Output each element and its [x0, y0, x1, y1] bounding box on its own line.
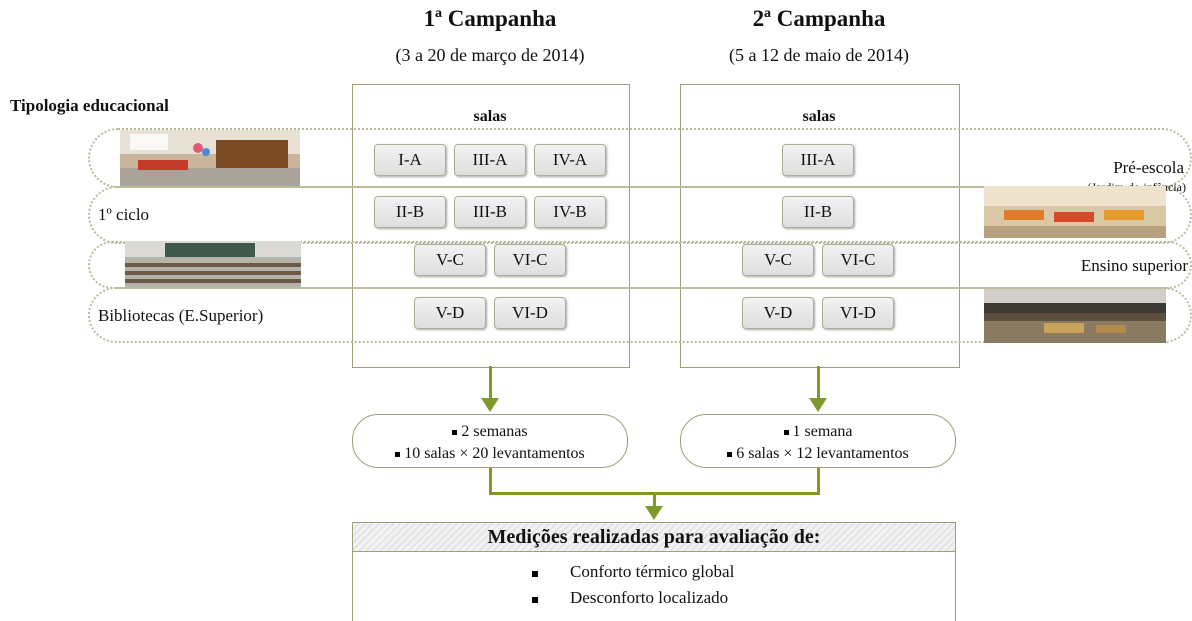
room-chip: III-A [782, 144, 854, 176]
classroom-photo-primary [984, 186, 1166, 238]
classroom-photo-university [125, 241, 301, 287]
bullet-icon [783, 429, 789, 435]
campaign-1-summary: 2 semanas 10 salas × 20 levantamentos [352, 414, 628, 468]
connector-line [653, 492, 656, 508]
room-chip: V-C [414, 244, 486, 276]
bullet-icon [395, 451, 401, 457]
campaign-1-dates: (3 a 20 de março de 2014) [395, 45, 585, 65]
measurement-item: Conforto térmico global [570, 562, 735, 581]
room-chip: V-C [742, 244, 814, 276]
arrow-down-icon [645, 506, 663, 520]
summary-line: 2 semanas [353, 421, 627, 443]
room-chip: III-B [454, 196, 526, 228]
room-chip: VI-D [494, 297, 566, 329]
room-chip: VI-C [494, 244, 566, 276]
campaign-1-salas-label: salas [473, 108, 507, 125]
band-libraries [88, 287, 1192, 343]
measurements-title: Medições realizadas para avaliação de: [352, 522, 956, 552]
label-preschool: Pré-escola [1113, 158, 1184, 177]
room-chip: VI-C [822, 244, 894, 276]
campaign-2-salas-label: salas [802, 108, 836, 125]
arrow-down-icon [481, 398, 499, 412]
summary-line: 1 semana [681, 421, 955, 443]
connector-line [489, 468, 492, 494]
room-chip: IV-A [534, 144, 606, 176]
bullet-icon [727, 451, 733, 457]
label-first-cycle: 1º ciclo [98, 205, 150, 224]
room-chip: I-A [374, 144, 446, 176]
connector-line [817, 468, 820, 494]
campaign-1-title: 1ª Campanha [423, 6, 557, 31]
summary-line: 10 salas × 20 levantamentos [353, 443, 627, 465]
measurement-item: Desconforto localizado [570, 588, 729, 607]
band-first-cycle [88, 186, 1192, 244]
bullet-icon [532, 597, 538, 603]
campaign-2-title: 2ª Campanha [752, 6, 886, 31]
bullet-icon [532, 571, 538, 577]
classroom-photo-preschool [120, 130, 300, 186]
arrow-down-icon [809, 398, 827, 412]
campaign-2-dates: (5 a 12 de maio de 2014) [729, 45, 909, 65]
connector-line [489, 366, 492, 400]
measurements-body [352, 551, 956, 621]
room-chip: II-B [374, 196, 446, 228]
campaign-2-summary: 1 semana 6 salas × 12 levantamentos [680, 414, 956, 468]
room-chip: V-D [742, 297, 814, 329]
room-chip: VI-D [822, 297, 894, 329]
typology-header: Tipologia educacional [10, 96, 169, 115]
label-libraries: Bibliotecas (E.Superior) [98, 306, 264, 325]
bullet-icon [452, 429, 458, 435]
room-chip: III-A [454, 144, 526, 176]
room-chip: II-B [782, 196, 854, 228]
summary-line: 6 salas × 12 levantamentos [681, 443, 955, 465]
library-photo [984, 289, 1166, 343]
connector-line [817, 366, 820, 400]
label-higher-education: Ensino superior [1080, 256, 1188, 275]
room-chip: V-D [414, 297, 486, 329]
room-chip: IV-B [534, 196, 606, 228]
